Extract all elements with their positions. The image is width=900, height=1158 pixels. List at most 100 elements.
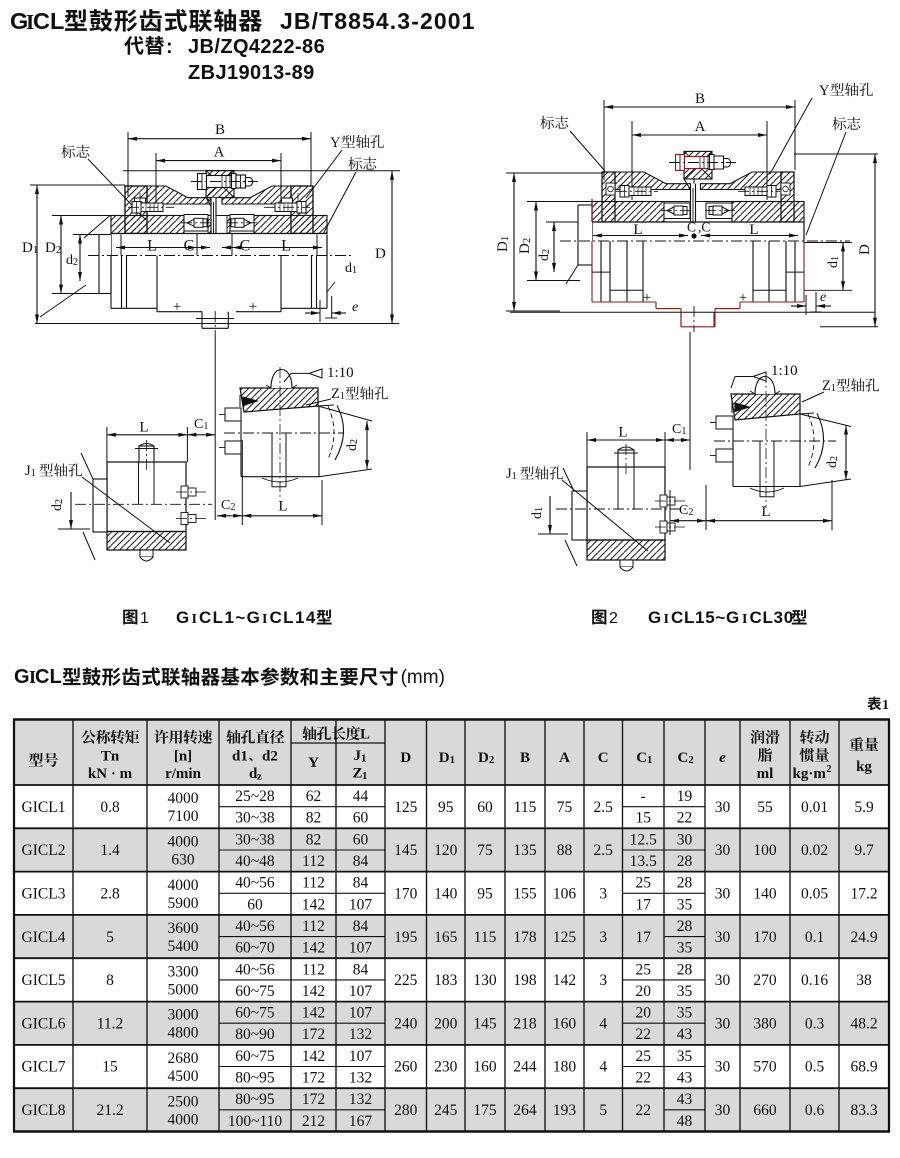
svg-text:112: 112 bbox=[302, 875, 325, 892]
svg-text:z: z bbox=[257, 771, 262, 783]
svg-text:132: 132 bbox=[349, 1070, 372, 1087]
svg-text:D1: D1 bbox=[495, 236, 511, 252]
svg-text:A: A bbox=[559, 750, 570, 766]
svg-text:5: 5 bbox=[106, 929, 114, 946]
svg-text:L: L bbox=[749, 222, 758, 238]
svg-text:112: 112 bbox=[302, 853, 325, 870]
svg-text:0.5: 0.5 bbox=[805, 1059, 825, 1076]
svg-text:120: 120 bbox=[434, 842, 458, 859]
svg-text:142: 142 bbox=[302, 983, 325, 1000]
svg-text:82: 82 bbox=[306, 810, 322, 827]
svg-text:9.7: 9.7 bbox=[854, 842, 874, 859]
svg-text:D1: D1 bbox=[22, 240, 38, 256]
svg-text:15: 15 bbox=[102, 1059, 118, 1076]
svg-text:165: 165 bbox=[434, 929, 458, 946]
svg-text:GICL2: GICL2 bbox=[22, 842, 66, 859]
svg-text:198: 198 bbox=[513, 972, 537, 989]
svg-text:,C: ,C bbox=[698, 220, 710, 235]
svg-text:30: 30 bbox=[715, 972, 731, 989]
svg-text:212: 212 bbox=[302, 1113, 325, 1130]
svg-text:D: D bbox=[375, 246, 386, 262]
svg-text:172: 172 bbox=[302, 1026, 325, 1043]
svg-text:178: 178 bbox=[513, 929, 537, 946]
svg-text:28: 28 bbox=[677, 853, 693, 870]
svg-text:107: 107 bbox=[349, 896, 373, 913]
svg-text:55: 55 bbox=[757, 799, 773, 816]
svg-text:1:10: 1:10 bbox=[327, 365, 354, 381]
svg-text:25~28: 25~28 bbox=[235, 788, 275, 805]
svg-text:(mm): (mm) bbox=[401, 667, 445, 688]
svg-text:0.8: 0.8 bbox=[100, 799, 120, 816]
svg-text:160: 160 bbox=[553, 1015, 577, 1032]
svg-text:25: 25 bbox=[635, 961, 651, 978]
svg-text:+: + bbox=[249, 299, 257, 315]
svg-text:35: 35 bbox=[677, 983, 693, 1000]
svg-text:142: 142 bbox=[302, 1048, 325, 1065]
svg-text:5.9: 5.9 bbox=[854, 799, 874, 816]
svg-text:130: 130 bbox=[473, 972, 497, 989]
svg-text:A: A bbox=[214, 145, 225, 161]
svg-text:JB/T8854.3-2001: JB/T8854.3-2001 bbox=[280, 8, 476, 34]
svg-text:2500: 2500 bbox=[168, 1093, 199, 1110]
svg-text:30: 30 bbox=[715, 1015, 731, 1032]
svg-text:145: 145 bbox=[394, 842, 418, 859]
svg-text:175: 175 bbox=[473, 1102, 497, 1119]
svg-text:3: 3 bbox=[599, 929, 607, 946]
svg-text:A: A bbox=[695, 119, 706, 135]
svg-text:30~38: 30~38 bbox=[235, 810, 275, 827]
svg-text:125: 125 bbox=[394, 799, 418, 816]
svg-text:I: I bbox=[192, 612, 197, 627]
svg-text:30~38: 30~38 bbox=[235, 831, 275, 848]
svg-text:+: + bbox=[739, 290, 747, 306]
svg-text:43: 43 bbox=[677, 1070, 693, 1087]
svg-text:C2: C2 bbox=[221, 498, 235, 513]
svg-text:48.2: 48.2 bbox=[850, 1015, 877, 1032]
svg-text:C1: C1 bbox=[636, 750, 652, 766]
svg-text:0.1: 0.1 bbox=[805, 929, 824, 946]
svg-text:3000: 3000 bbox=[168, 1007, 199, 1024]
svg-text:0.3: 0.3 bbox=[805, 1015, 825, 1032]
svg-text:I: I bbox=[262, 612, 267, 627]
svg-text:kg: kg bbox=[856, 759, 872, 775]
svg-text:1.4: 1.4 bbox=[100, 842, 120, 859]
svg-text:30: 30 bbox=[677, 831, 693, 848]
svg-text:kN · m: kN · m bbox=[88, 766, 133, 782]
svg-text:60: 60 bbox=[353, 831, 369, 848]
svg-text:4000: 4000 bbox=[168, 877, 199, 894]
svg-text:e: e bbox=[820, 290, 826, 305]
svg-text:L: L bbox=[139, 420, 148, 436]
svg-text:0.6: 0.6 bbox=[805, 1102, 825, 1119]
svg-text:4: 4 bbox=[599, 1015, 607, 1032]
svg-text:260: 260 bbox=[394, 1059, 418, 1076]
svg-text:167: 167 bbox=[349, 1113, 373, 1130]
svg-text:183: 183 bbox=[434, 972, 458, 989]
svg-text:142: 142 bbox=[302, 940, 325, 957]
svg-text:170: 170 bbox=[753, 929, 777, 946]
svg-text:d2: d2 bbox=[825, 456, 840, 468]
svg-text:80~90: 80~90 bbox=[235, 1026, 275, 1043]
svg-text:I: I bbox=[26, 10, 34, 34]
svg-text:28: 28 bbox=[677, 875, 693, 892]
svg-text:142: 142 bbox=[302, 896, 325, 913]
svg-text:40~56: 40~56 bbox=[235, 875, 275, 892]
svg-text:C: C bbox=[240, 238, 251, 255]
svg-text:GICL4: GICL4 bbox=[22, 929, 66, 946]
svg-text:ZBJ19013-89: ZBJ19013-89 bbox=[188, 62, 315, 84]
svg-text:1: 1 bbox=[882, 698, 889, 713]
svg-text:J: J bbox=[354, 748, 362, 764]
svg-text:172: 172 bbox=[302, 1070, 325, 1087]
svg-text:140: 140 bbox=[434, 886, 458, 903]
svg-text:84: 84 bbox=[353, 875, 369, 892]
svg-text:2680: 2680 bbox=[168, 1050, 199, 1067]
svg-text:40~56: 40~56 bbox=[235, 918, 275, 935]
svg-text:80~95: 80~95 bbox=[235, 1091, 275, 1108]
svg-text:84: 84 bbox=[353, 918, 369, 935]
svg-text:G: G bbox=[14, 666, 30, 688]
svg-text:17: 17 bbox=[635, 929, 651, 946]
svg-text:-: - bbox=[641, 788, 646, 805]
svg-text:0.02: 0.02 bbox=[801, 842, 828, 859]
svg-text:60~75: 60~75 bbox=[235, 1005, 275, 1022]
svg-text:4: 4 bbox=[599, 1059, 607, 1076]
svg-text:4500: 4500 bbox=[168, 1068, 199, 1085]
svg-text:3600: 3600 bbox=[168, 920, 199, 937]
